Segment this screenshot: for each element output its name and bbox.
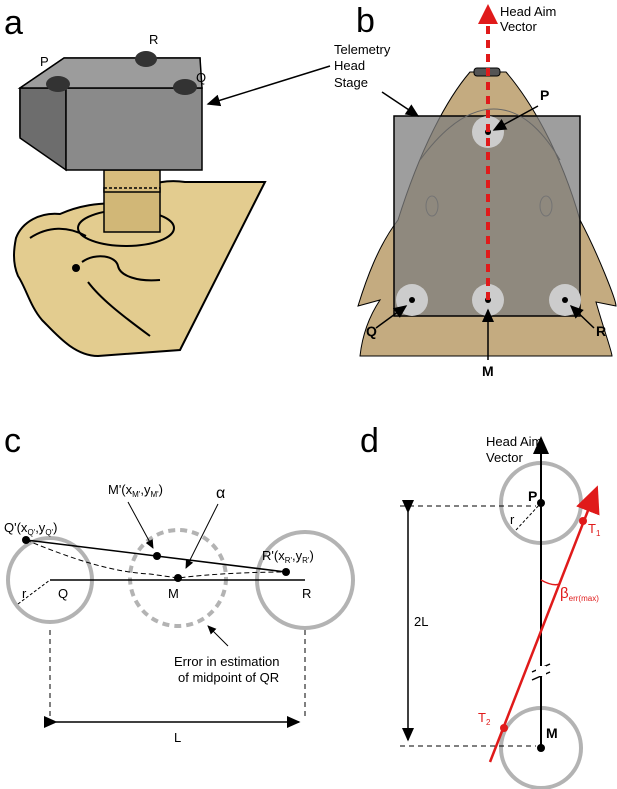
error-circle <box>128 528 228 628</box>
telemetry-label: Stage <box>334 75 368 90</box>
marker-r-label-b: R <box>596 323 606 339</box>
radius-label-d: r <box>510 512 515 527</box>
skull-shape <box>13 180 267 358</box>
two-l-label: 2L <box>414 614 428 629</box>
error-label: Error in estimation <box>174 654 279 669</box>
radius-line <box>17 579 51 605</box>
t1-label: T1 <box>588 521 601 538</box>
head-aim-arrowhead <box>478 4 498 24</box>
headstage-arrow <box>206 65 331 107</box>
marker-q-label: Q <box>196 70 206 85</box>
marker-p-label-b: P <box>540 87 549 103</box>
skull-contour <box>81 255 161 282</box>
beta-label: βerr(max) <box>560 585 599 603</box>
marker-p-label: P <box>40 54 49 69</box>
marker-q-label-b: Q <box>366 323 377 339</box>
marker-r-label: R <box>149 32 158 47</box>
headstage-box-side <box>19 87 67 172</box>
point-m-prime <box>153 552 161 560</box>
head-aim-label-d: Head Aim <box>486 434 542 449</box>
m-label-d: M <box>546 725 558 741</box>
r-label: R <box>302 586 311 601</box>
head-aim-label: Vector <box>500 19 538 34</box>
panel-a-label: a <box>4 4 23 42</box>
alpha-label: α <box>216 485 225 502</box>
marker-q <box>173 79 197 95</box>
point-r-prime <box>282 568 290 576</box>
point-t1 <box>579 517 587 525</box>
error-label: of midpoint of QR <box>178 670 279 685</box>
panel-b: b Head Aim Vector Telemetry Head Stage P… <box>334 2 617 379</box>
head-aim-label-d: Vector <box>486 450 524 465</box>
r-prime-label: R'(xR',yR') <box>262 548 314 565</box>
panel-c-label: c <box>4 422 21 460</box>
telemetry-label: Head <box>334 58 365 73</box>
point-m <box>174 574 182 582</box>
q-prime-label: Q'(xQ',yQ') <box>4 520 57 537</box>
marker-r <box>135 51 157 67</box>
t2-label: T2 <box>478 710 491 727</box>
estimated-vector <box>488 485 600 763</box>
m-label: M <box>168 586 179 601</box>
radius-label: r <box>22 586 27 601</box>
point-q-prime <box>22 536 30 544</box>
eye-dot <box>72 264 80 272</box>
p-label-d: P <box>528 488 537 504</box>
length-label: L <box>174 730 181 745</box>
panel-b-label: b <box>356 2 375 40</box>
panel-d-label: d <box>360 422 379 460</box>
beta-arc <box>540 579 561 586</box>
panel-d: d Head Aim Vector P M r 2L T1 T2 βerr(ma… <box>360 422 601 789</box>
telemetry-label: Telemetry <box>334 42 391 57</box>
marker-p <box>46 76 70 92</box>
headstage-pillar <box>103 187 161 233</box>
m-prime-label: M'(xM',yM') <box>108 482 163 499</box>
panel-a: a P R Q <box>4 4 331 358</box>
point-t2 <box>500 724 508 732</box>
panel-c: c Q'(xQ',yQ') M'(xM',yM') R'(xR',yR') α … <box>4 422 355 745</box>
point-m-d <box>537 744 545 752</box>
dashed-path <box>25 539 287 579</box>
q-label: Q <box>58 586 68 601</box>
skull-contour <box>87 281 151 337</box>
head-aim-label: Head Aim <box>500 4 556 19</box>
headstage-box-front <box>65 87 203 171</box>
marker-m-label-b: M <box>482 363 494 379</box>
